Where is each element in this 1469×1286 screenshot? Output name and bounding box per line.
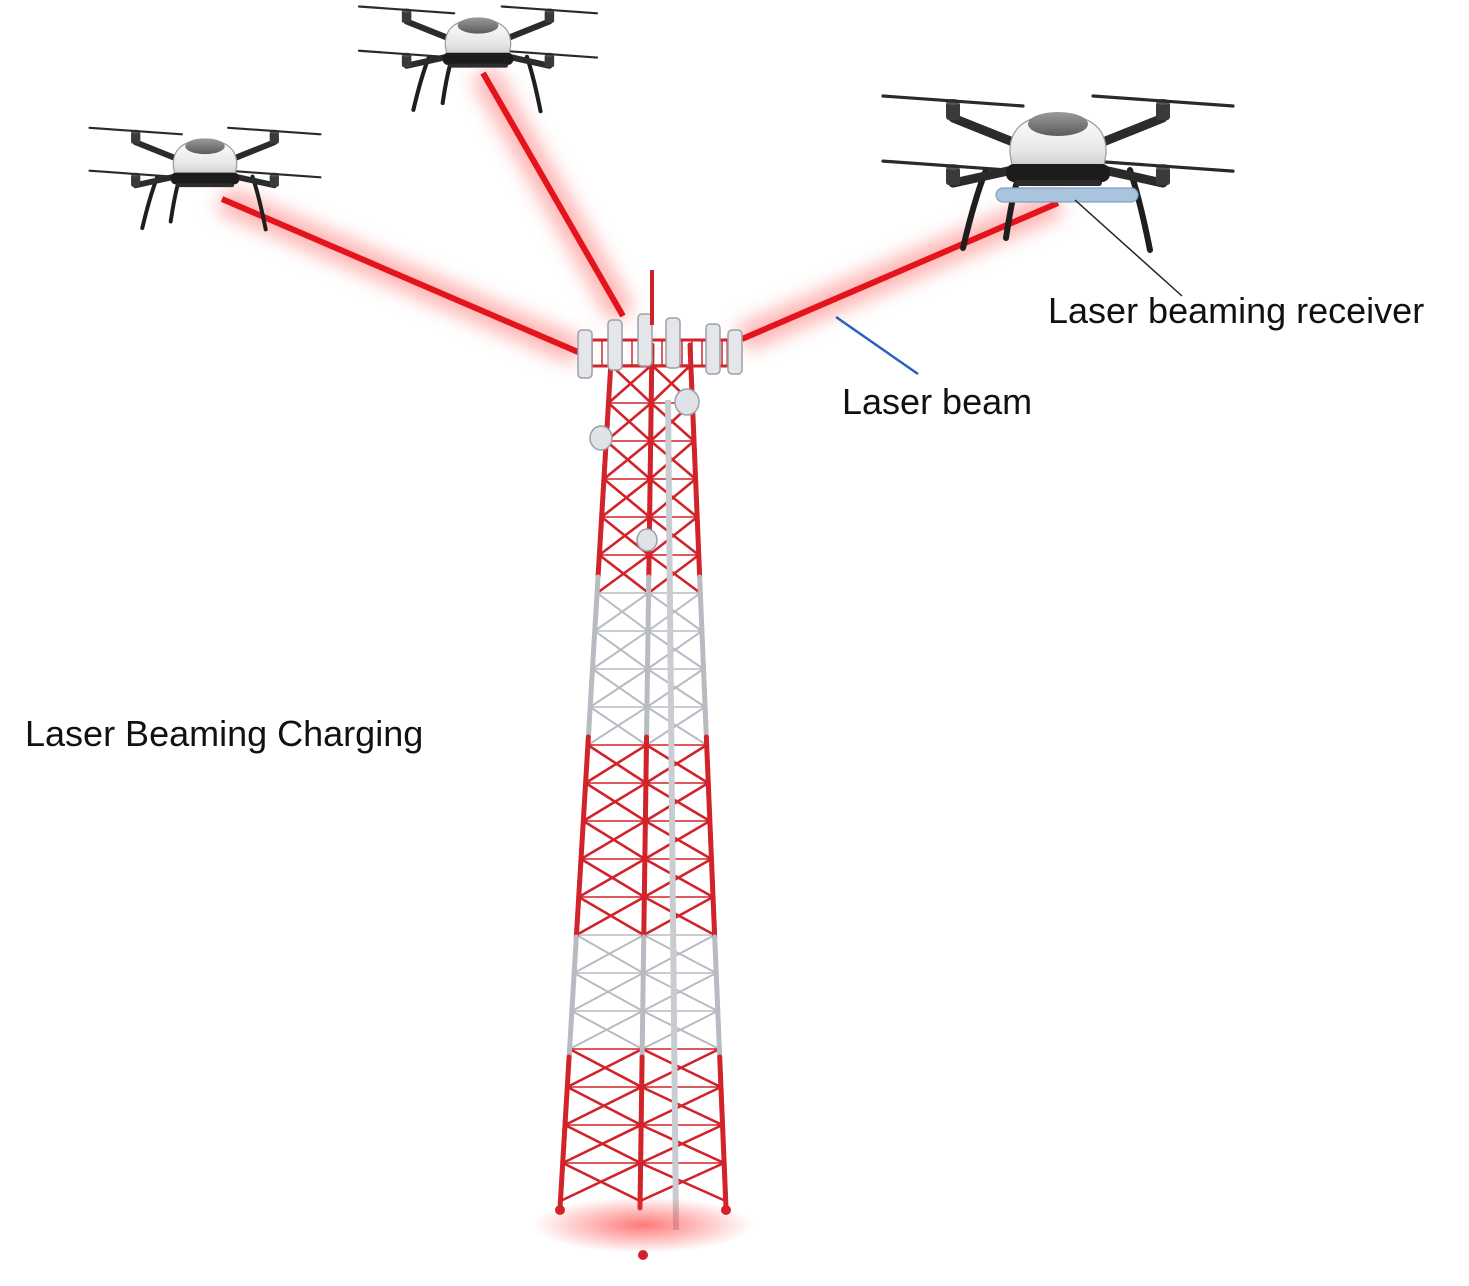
laser-beam-left [216, 186, 584, 365]
drone-icon [881, 94, 1235, 253]
antenna-icon [577, 270, 743, 552]
diagram-title: Laser Beaming Charging [25, 713, 424, 754]
laser-beam-label: Laser beam [842, 381, 1033, 422]
laser-beams [216, 66, 1064, 365]
drone-icon [88, 126, 322, 232]
drone-icon [357, 5, 599, 114]
receiver-pad [995, 187, 1139, 203]
receiver-label: Laser beaming receiver [1048, 290, 1425, 331]
cell-tower-icon [533, 338, 753, 1260]
laser-beam-pointer-line [835, 315, 919, 376]
laser-beam-center [470, 66, 636, 323]
receiver-pointer-line [1074, 199, 1183, 297]
